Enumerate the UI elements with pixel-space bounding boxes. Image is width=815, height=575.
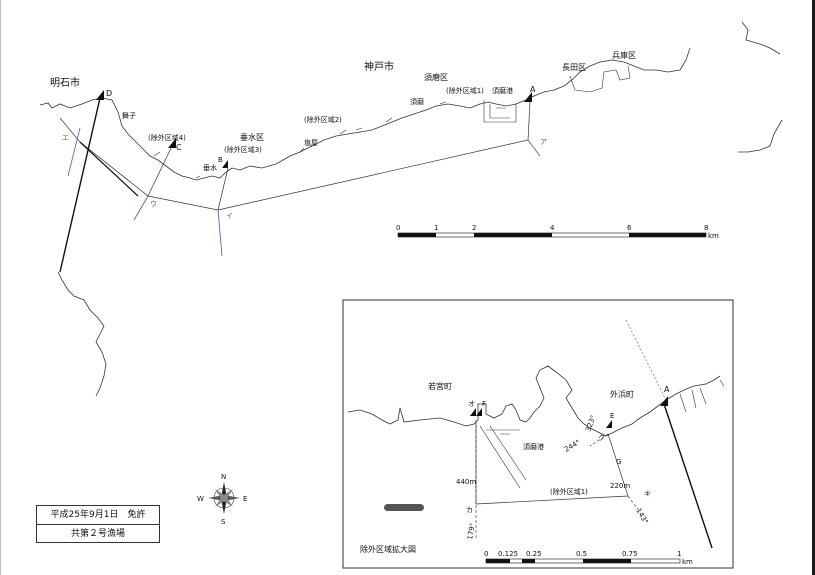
main-scale-tick-0: 0 (396, 224, 400, 232)
point-a-marker (524, 92, 532, 102)
inset-dotted-line (625, 319, 667, 401)
label-kana-e: エ (62, 134, 69, 142)
inset-scale-tick-05: 0.5 (576, 550, 587, 558)
main-scale-bar: 0 1 2 4 6 8 km (396, 224, 719, 240)
inset-port-piers (479, 425, 527, 489)
label-excl-3: (除外区域3) (224, 145, 262, 154)
inset-label-sotohama: 外浜町 (610, 389, 634, 399)
inset-scale-tick-1: 1 (677, 550, 681, 558)
inset-scale-tick-025: 0.25 (526, 550, 542, 558)
inset-piers-east (679, 379, 725, 413)
point-b-marker (222, 160, 228, 168)
label-tarumi: 垂水 (203, 163, 217, 172)
pointer-a (527, 139, 541, 157)
point-d-marker (96, 90, 104, 100)
inset-point-e-marker (606, 420, 612, 428)
label-hyogo-ku: 兵庫区 (612, 50, 636, 60)
point-c-marker (168, 138, 176, 148)
label-kana-i: イ (226, 212, 233, 220)
label-excl-4: (除外区域4) (148, 133, 186, 142)
label-kana-u: ウ (150, 200, 157, 208)
main-scale-unit: km (708, 232, 719, 240)
coastline-west (39, 47, 691, 181)
license-info-box: 平成25年9月1日 免許 共第２号漁場 (36, 505, 160, 543)
nagata-port-structure (569, 65, 631, 93)
inset-label-220m: 220m (610, 482, 630, 490)
label-nagata-ku: 長田区 (562, 63, 586, 72)
label-shioya: 塩屋 (304, 138, 318, 147)
main-scale-tick-4: 4 (550, 224, 555, 232)
compass-s: S (221, 518, 226, 526)
inset-point-a-marker (660, 396, 668, 406)
inset-a-boundary (663, 403, 713, 549)
label-point-c: C (176, 143, 182, 152)
inset-gray-bar (384, 504, 424, 511)
suma-port-structure (483, 100, 517, 123)
main-scale-tick-1: 1 (434, 224, 438, 232)
pointer-ne (67, 127, 81, 177)
boundary-d-line (59, 97, 101, 273)
inset-scale-bar: 0 0.125 0.25 0.5 0.75 1 km (484, 550, 693, 566)
main-scale-tick-2: 2 (472, 224, 476, 232)
label-suma-ku: 須磨区 (424, 72, 448, 82)
coastline-east-island (738, 21, 783, 153)
boundary-double-line (79, 141, 139, 197)
pointer-u (133, 195, 149, 221)
label-excl-1: (除外区域1) (446, 86, 484, 95)
label-kana-a: ア (540, 138, 547, 146)
inset-label-suma-port: 須磨港 (523, 442, 544, 451)
inset-point-o-marker (470, 408, 476, 416)
license-name: 共第２号漁場 (70, 529, 125, 539)
label-akashi: 明石市 (50, 76, 80, 89)
compass-w: W (197, 495, 204, 503)
fishery-boundary (59, 101, 531, 211)
inset-frame (342, 299, 734, 569)
compass-rose: N S E W (197, 473, 247, 526)
inset-ku-dashed (589, 433, 609, 447)
license-date: 平成25年9月1日 免許 (37, 506, 159, 525)
inset-scale-tick-0: 0 (484, 550, 488, 558)
compass-n: N (221, 473, 226, 481)
label-kobe: 神戸市 (364, 60, 394, 73)
inset-label-point-f: F (482, 400, 486, 408)
coastline-south-west (57, 271, 107, 397)
excl-zone-marks (153, 101, 447, 179)
inset-label-kana-ka: カ (466, 506, 473, 514)
main-scale-tick-6: 6 (627, 224, 632, 232)
inset-label-kana-ki: キ (644, 490, 651, 498)
main-scale-tick-8: 8 (704, 224, 708, 232)
boundary-b-line (217, 167, 229, 211)
inset-title: 除外区域拡大図 (360, 544, 416, 554)
label-maiko: 舞子 (122, 111, 136, 120)
inset-label-point-g: G (616, 458, 621, 466)
inset-label-point-e: E (610, 412, 614, 420)
label-point-d: D (106, 89, 112, 98)
label-suma-port: 須磨港 (492, 86, 513, 95)
label-point-a: A (530, 85, 536, 94)
page-border-left (0, 0, 1, 575)
inset-scale-tick-075: 0.75 (622, 550, 638, 558)
page-border-right (812, 0, 815, 575)
label-tarumi-ku: 垂水区 (240, 132, 264, 142)
inset-scale-tick-0125: 0.125 (498, 550, 518, 558)
label-point-b: B (218, 156, 223, 164)
pointer-i (217, 209, 223, 257)
inset-label-point-a: A (664, 385, 670, 394)
inset-label-kana-ku: ク (598, 434, 605, 442)
inset-label-wakamiya: 若宮町 (428, 381, 452, 391)
label-excl-2: (除外区域2) (304, 115, 342, 124)
inset-label-179deg: 179° (466, 522, 477, 540)
compass-e: E (243, 495, 247, 503)
boundary-c-line (147, 145, 173, 197)
inset-ki-dashed (627, 495, 641, 513)
inset-label-kana-o: オ (468, 400, 475, 408)
inset-label-excl1: (除外区域1) (550, 487, 588, 496)
inset-scale-unit: km (682, 558, 693, 566)
label-suma: 須磨 (410, 97, 424, 106)
inset-label-440m: 440m (456, 478, 476, 486)
inset-point-f-marker (476, 408, 482, 416)
inset-coastline (347, 365, 721, 437)
